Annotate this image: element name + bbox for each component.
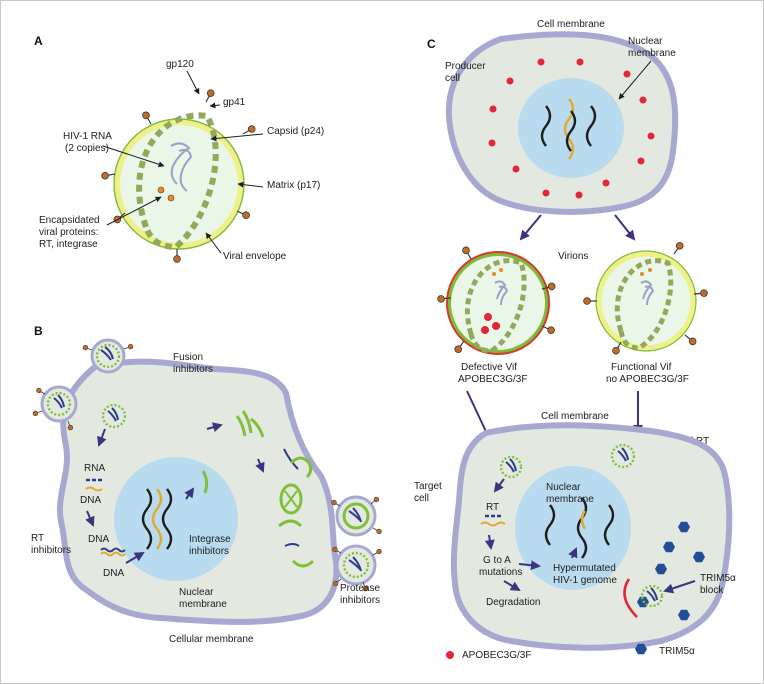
label-integrase-inhibitors-2: inhibitors bbox=[189, 546, 229, 557]
integrated-dna-b bbox=[141, 488, 173, 550]
label-fusion-inhibitors-2: inhibitors bbox=[173, 364, 213, 375]
label-degradation: Degradation bbox=[486, 597, 540, 608]
label-cell-membrane-bottom: Cell membrane bbox=[541, 411, 609, 422]
label-nuclear-membrane-b-2: membrane bbox=[179, 599, 227, 610]
label-g-to-a: G to A bbox=[483, 555, 511, 566]
nucleus-b bbox=[114, 457, 238, 581]
label-nuclear-bot-1: Nuclear bbox=[546, 482, 581, 493]
capsid-cone bbox=[136, 112, 219, 251]
label-rt-integrase: RT, integrase bbox=[39, 239, 98, 250]
label-hiv-rna-copies: (2 copies) bbox=[65, 143, 109, 154]
apobec-dots-producer bbox=[488, 58, 655, 199]
label-rna: RNA bbox=[84, 463, 105, 474]
producer-dna bbox=[540, 98, 597, 160]
label-hiv-genome: HIV-1 genome bbox=[553, 575, 617, 586]
legend-apobec-label: APOBEC3G/3F bbox=[462, 650, 531, 661]
label-gp41: gp41 bbox=[223, 97, 246, 108]
virion-a bbox=[100, 87, 257, 263]
label-target: Target bbox=[414, 481, 442, 492]
label-functional-no-apobec: no APOBEC3G/3F bbox=[606, 374, 689, 385]
fusion-virion-left bbox=[31, 385, 78, 432]
trim5a-arc bbox=[623, 578, 638, 618]
mature-virion-2 bbox=[331, 544, 383, 593]
label-nuclear-bot-2: membrane bbox=[546, 494, 594, 505]
virion-defective-vif bbox=[436, 245, 557, 355]
label-virions: Virions bbox=[558, 251, 588, 262]
legend-apobec-dot bbox=[446, 651, 454, 659]
label-cellular-membrane: Cellular membrane bbox=[169, 634, 254, 645]
label-functional-vif: Functional Vif bbox=[611, 362, 672, 373]
label-integrase-inhibitors-1: Integrase bbox=[189, 534, 231, 545]
label-nuclear-membrane-b-1: Nuclear bbox=[179, 587, 214, 598]
label-viral-proteins: viral proteins: bbox=[39, 227, 98, 238]
label-target-cell: cell bbox=[414, 493, 429, 504]
label-trim-block-1: TRIM5α bbox=[700, 573, 736, 584]
label-mutations: mutations bbox=[479, 567, 522, 578]
label-rt-c: RT bbox=[486, 502, 499, 513]
virion-functional-vif bbox=[582, 240, 709, 356]
label-hypermutated: Hypermutated bbox=[553, 563, 616, 574]
mature-virion-1 bbox=[330, 495, 383, 537]
label-protease-inhibitors-2: inhibitors bbox=[340, 595, 380, 606]
label-cell-membrane-top: Cell membrane bbox=[537, 19, 605, 30]
label-capsid: Capsid (p24) bbox=[267, 126, 324, 137]
label-defective-vif: Defective Vif bbox=[461, 362, 517, 373]
label-dna-3: DNA bbox=[103, 568, 124, 579]
legend-trim5a-label: TRIM5α bbox=[659, 646, 695, 657]
panel-label-b: B bbox=[34, 324, 43, 338]
label-rt-inhibitors-2: inhibitors bbox=[31, 545, 71, 556]
label-defective-apobec: APOBEC3G/3F bbox=[458, 374, 527, 385]
panel-label-a: A bbox=[34, 34, 43, 48]
label-nuclear-top-1: Nuclear bbox=[628, 36, 663, 47]
budding-virions bbox=[278, 448, 315, 568]
nucleus-producer bbox=[518, 78, 624, 178]
blocked-virion bbox=[640, 584, 664, 608]
entering-virion-c bbox=[499, 455, 523, 479]
label-gp120: gp120 bbox=[166, 59, 194, 70]
nucleus-target bbox=[515, 466, 631, 590]
label-dna-2: DNA bbox=[88, 534, 109, 545]
label-nuclear-top-2: membrane bbox=[628, 48, 676, 59]
label-dna-1: DNA bbox=[80, 495, 101, 506]
panel-label-c: C bbox=[427, 37, 436, 51]
panel-c: C Cell membrane Producer cell Nuclear me… bbox=[414, 19, 736, 661]
label-encapsidated: Encapsidated bbox=[39, 215, 100, 226]
fusion-virion-top bbox=[81, 338, 135, 374]
target-dna bbox=[544, 497, 615, 559]
label-rt-inhibitors-1: RT bbox=[31, 533, 44, 544]
label-protease-inhibitors-1: Protease bbox=[340, 583, 380, 594]
panel-a: A gp120 gp41 Capsid (p24) HIV-1 RNA (2 c… bbox=[34, 34, 324, 263]
label-producer-cell: cell bbox=[445, 73, 460, 84]
label-viral-envelope: Viral envelope bbox=[223, 251, 287, 262]
label-trim-block-2: block bbox=[700, 585, 724, 596]
label-matrix: Matrix (p17) bbox=[267, 180, 320, 191]
virion-membrane-c bbox=[610, 443, 636, 469]
label-fusion-inhibitors-1: Fusion bbox=[173, 352, 203, 363]
legend: APOBEC3G/3F TRIM5α bbox=[446, 643, 695, 661]
label-hiv-rna: HIV-1 RNA bbox=[63, 131, 112, 142]
panel-b: B RNA DNA DNA DNA bbox=[31, 324, 383, 645]
label-producer: Producer bbox=[445, 61, 486, 72]
entry-virion bbox=[101, 403, 127, 429]
